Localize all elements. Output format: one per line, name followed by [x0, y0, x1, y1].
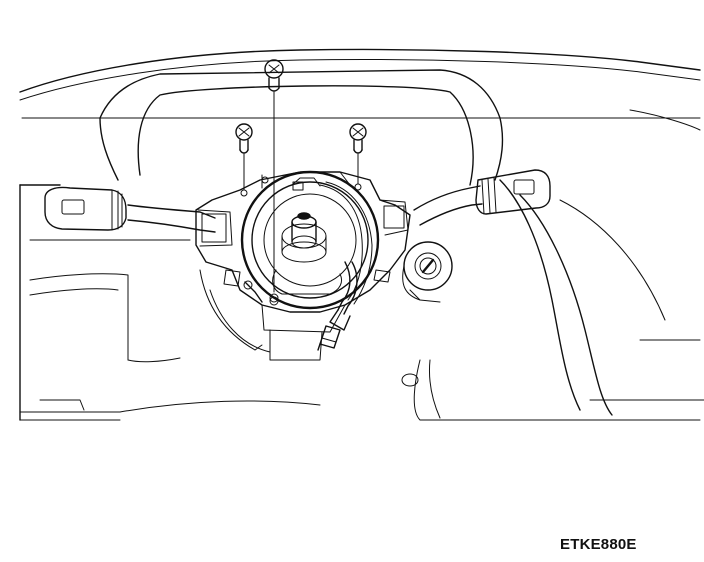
screw-icon	[235, 123, 253, 197]
wiring-harness	[329, 261, 358, 331]
connector	[317, 325, 341, 351]
figure-code: ETKE880E	[560, 536, 637, 553]
instrument-cluster	[99, 69, 504, 186]
left-lever	[44, 186, 216, 233]
screw-icon	[264, 59, 284, 303]
steering-shaft	[281, 212, 327, 263]
screw-icon	[349, 123, 367, 191]
ignition-lock	[402, 241, 453, 303]
dashboard-panel	[19, 48, 701, 421]
right-dashboard	[401, 179, 704, 421]
switch-body	[195, 171, 411, 361]
right-lever	[413, 169, 551, 226]
clock-spring	[240, 170, 380, 310]
